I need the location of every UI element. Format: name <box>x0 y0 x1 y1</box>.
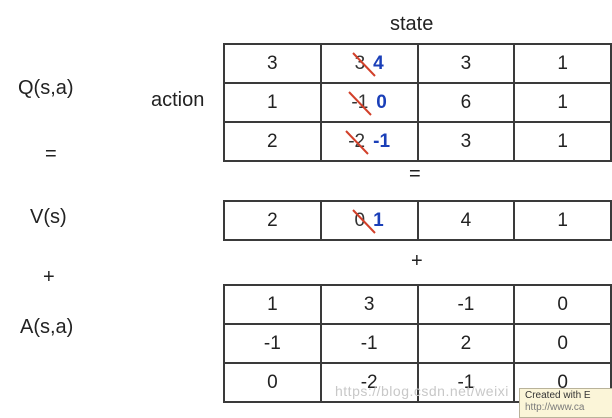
old-value: -1 <box>348 90 373 116</box>
new-value: 1 <box>373 209 384 231</box>
v_table-cell: 1 <box>513 200 612 241</box>
q_table-cell: 1 <box>513 43 612 84</box>
q_table-cell: 1 <box>513 121 612 162</box>
cell-value: 2 <box>460 332 472 354</box>
old-value: 0 <box>351 208 376 234</box>
a_table-cell: -1 <box>319 323 419 364</box>
a-table: 1 3 -1 0 -1 -1 2 0 0 -2 -1 0 <box>223 284 612 403</box>
q_table-cell: 3 <box>223 43 322 84</box>
cell-value: 1 <box>267 91 278 113</box>
cell-value: 0 <box>267 371 278 393</box>
cell-value: 1 <box>557 130 568 152</box>
created-with-badge: Created with E http://www.ca <box>519 388 612 418</box>
old-value: 3 <box>351 51 376 77</box>
equals-mid: = <box>409 163 421 185</box>
new-value: -1 <box>373 130 391 152</box>
cell-value: 3 <box>460 130 472 152</box>
q_table-cell: -10 <box>319 82 419 123</box>
plus-left: + <box>43 266 55 288</box>
a_table-cell: -1 <box>416 284 516 325</box>
cell-value: -1 <box>457 371 475 393</box>
a_table-cell: 0 <box>513 284 612 325</box>
old-value-text: 3 <box>354 52 366 74</box>
plus-mid: + <box>411 250 423 272</box>
a_table-row: -1 -1 2 0 <box>223 323 612 364</box>
cell-value: 1 <box>557 52 568 74</box>
cell-value: 2 <box>267 209 278 231</box>
v_table-cell: 4 <box>416 200 516 241</box>
a_table-cell: 1 <box>223 284 322 325</box>
action-label: action <box>151 89 205 111</box>
a_table-cell: -2 <box>319 362 419 403</box>
a_table-cell: 2 <box>416 323 516 364</box>
q_table-cell: 6 <box>416 82 516 123</box>
cell-value: 3 <box>460 52 472 74</box>
watermark: https://blog.csdn.net/weixi <box>335 383 509 399</box>
cell-value: 6 <box>460 91 472 113</box>
badge-line2: http://www.ca <box>525 402 585 413</box>
strike-mark <box>345 129 369 155</box>
strike-mark <box>351 208 376 234</box>
q_table-cell: 1 <box>513 82 612 123</box>
q_table-cell: 2 <box>223 121 322 162</box>
cell-value: -1 <box>360 332 378 354</box>
q_table-row: 1 -10 6 1 <box>223 82 612 123</box>
a_table-row: 1 3 -1 0 <box>223 284 612 325</box>
cell-value: 0 <box>557 371 568 393</box>
cell-value: 3 <box>363 293 375 315</box>
cell-value: 0 <box>557 293 568 315</box>
cell-value: 4 <box>460 209 472 231</box>
cell-value: -1 <box>263 332 281 354</box>
strike-mark <box>348 90 373 116</box>
q_table-cell: 1 <box>223 82 322 123</box>
old-value: -2 <box>345 129 369 155</box>
a_table-cell: 0 <box>513 323 612 364</box>
cell-value: -2 <box>360 371 378 393</box>
q_table-cell: 3 <box>416 43 516 84</box>
a_table-cell: -1 <box>416 362 516 403</box>
new-value: 0 <box>376 91 387 113</box>
a_table-cell: 3 <box>319 284 419 325</box>
badge-line1: Created with E <box>525 390 591 401</box>
cell-value: 1 <box>557 91 568 113</box>
v_table-cell: 2 <box>223 200 322 241</box>
q_table-cell: 3 <box>416 121 516 162</box>
equals-left: = <box>45 143 57 165</box>
new-value: 4 <box>373 52 384 74</box>
a_table-cell: -1 <box>223 323 322 364</box>
old-value-text: 0 <box>354 209 366 231</box>
cell-value: 2 <box>267 130 278 152</box>
q_table-cell: -2-1 <box>319 121 419 162</box>
cell-value: 1 <box>557 209 568 231</box>
a_table-cell: 0 <box>223 362 322 403</box>
cell-value: 3 <box>267 52 278 74</box>
q_table-row: 2 -2-1 3 1 <box>223 121 612 162</box>
cell-value: -1 <box>457 293 475 315</box>
cell-value: 1 <box>267 293 278 315</box>
a-label: A(s,a) <box>20 316 74 338</box>
state-label: state <box>390 13 434 35</box>
v-label: V(s) <box>30 206 67 228</box>
q-label: Q(s,a) <box>18 77 74 99</box>
cell-value: 0 <box>557 332 568 354</box>
strike-mark <box>351 51 376 77</box>
